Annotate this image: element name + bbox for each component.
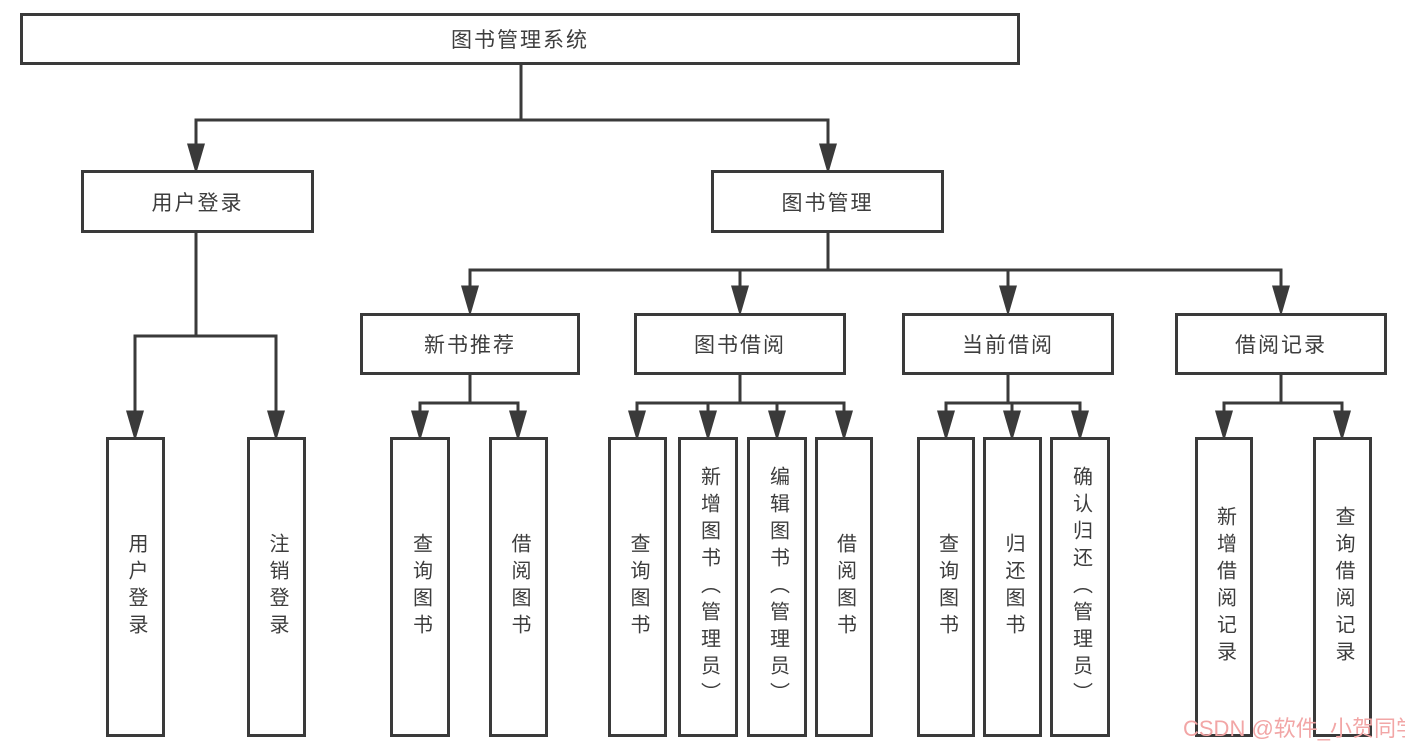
node-book-management: 图书管理 [711, 170, 944, 233]
node-borrow-books-recommend: 借阅图书 [489, 437, 548, 737]
node-query-books-borrow: 查询图书 [608, 437, 667, 737]
arrow-down-icon [1272, 285, 1290, 317]
node-new-book-recommend: 新书推荐 [360, 313, 580, 375]
node-borrow-records-label: 借阅记录 [1235, 334, 1327, 357]
arrow-down-icon [999, 285, 1017, 317]
arrow-down-icon [126, 410, 144, 442]
arrow-down-icon [187, 143, 205, 175]
arrow-down-icon [628, 410, 646, 442]
connector-book-borrow-to-children [628, 375, 853, 442]
arrow-down-icon [267, 410, 285, 442]
arrow-down-icon [1071, 410, 1089, 442]
node-current-borrow: 当前借阅 [902, 313, 1114, 375]
arrow-down-icon [699, 410, 717, 442]
node-logout: 注销登录 [247, 437, 306, 737]
arrow-down-icon [411, 410, 429, 442]
arrow-down-icon [768, 410, 786, 442]
node-borrow-records: 借阅记录 [1175, 313, 1387, 375]
csdn-watermark: CSDN @软件_小贺同学 [1183, 716, 1405, 741]
arrow-down-icon [835, 410, 853, 442]
arrow-down-icon [937, 410, 955, 442]
node-user-login-leaf: 用户登录 [106, 437, 165, 737]
arrow-down-icon [819, 143, 837, 175]
connector-root-to-level2 [187, 65, 837, 175]
node-book-management-label: 图书管理 [781, 191, 874, 215]
node-borrow-books-borrow: 借阅图书 [815, 437, 873, 737]
arrow-down-icon [731, 285, 749, 317]
node-add-borrow-record: 新增借阅记录 [1195, 437, 1253, 737]
connector-user-login-to-children [126, 233, 285, 442]
arrow-down-icon [1215, 410, 1233, 442]
connector-current-borrow-to-children [937, 375, 1089, 442]
node-add-books-admin: 新增图书（管理员） [678, 437, 738, 737]
node-root-label: 图书管理系统 [451, 29, 589, 52]
node-user-login: 用户登录 [81, 170, 314, 233]
connector-book-management-to-level3 [461, 233, 1290, 317]
node-query-borrow-record: 查询借阅记录 [1313, 437, 1372, 737]
node-current-borrow-label: 当前借阅 [962, 334, 1054, 357]
node-confirm-return-admin: 确认归还（管理员） [1050, 437, 1110, 737]
node-edit-books-admin: 编辑图书（管理员） [747, 437, 807, 737]
node-root: 图书管理系统 [20, 13, 1020, 65]
node-return-books: 归还图书 [983, 437, 1042, 737]
node-book-borrow-label: 图书借阅 [694, 334, 786, 357]
node-user-login-label: 用户登录 [151, 191, 244, 215]
connector-borrow-records-to-children [1215, 375, 1351, 442]
connector-new-book-recommend-to-children [411, 375, 527, 442]
node-book-borrow: 图书借阅 [634, 313, 846, 375]
arrow-down-icon [1333, 410, 1351, 442]
node-new-book-recommend-label: 新书推荐 [424, 334, 516, 357]
arrow-down-icon [509, 410, 527, 442]
arrow-down-icon [1003, 410, 1021, 442]
node-query-books-current: 查询图书 [917, 437, 975, 737]
arrow-down-icon [461, 285, 479, 317]
node-query-books-recommend: 查询图书 [390, 437, 450, 737]
